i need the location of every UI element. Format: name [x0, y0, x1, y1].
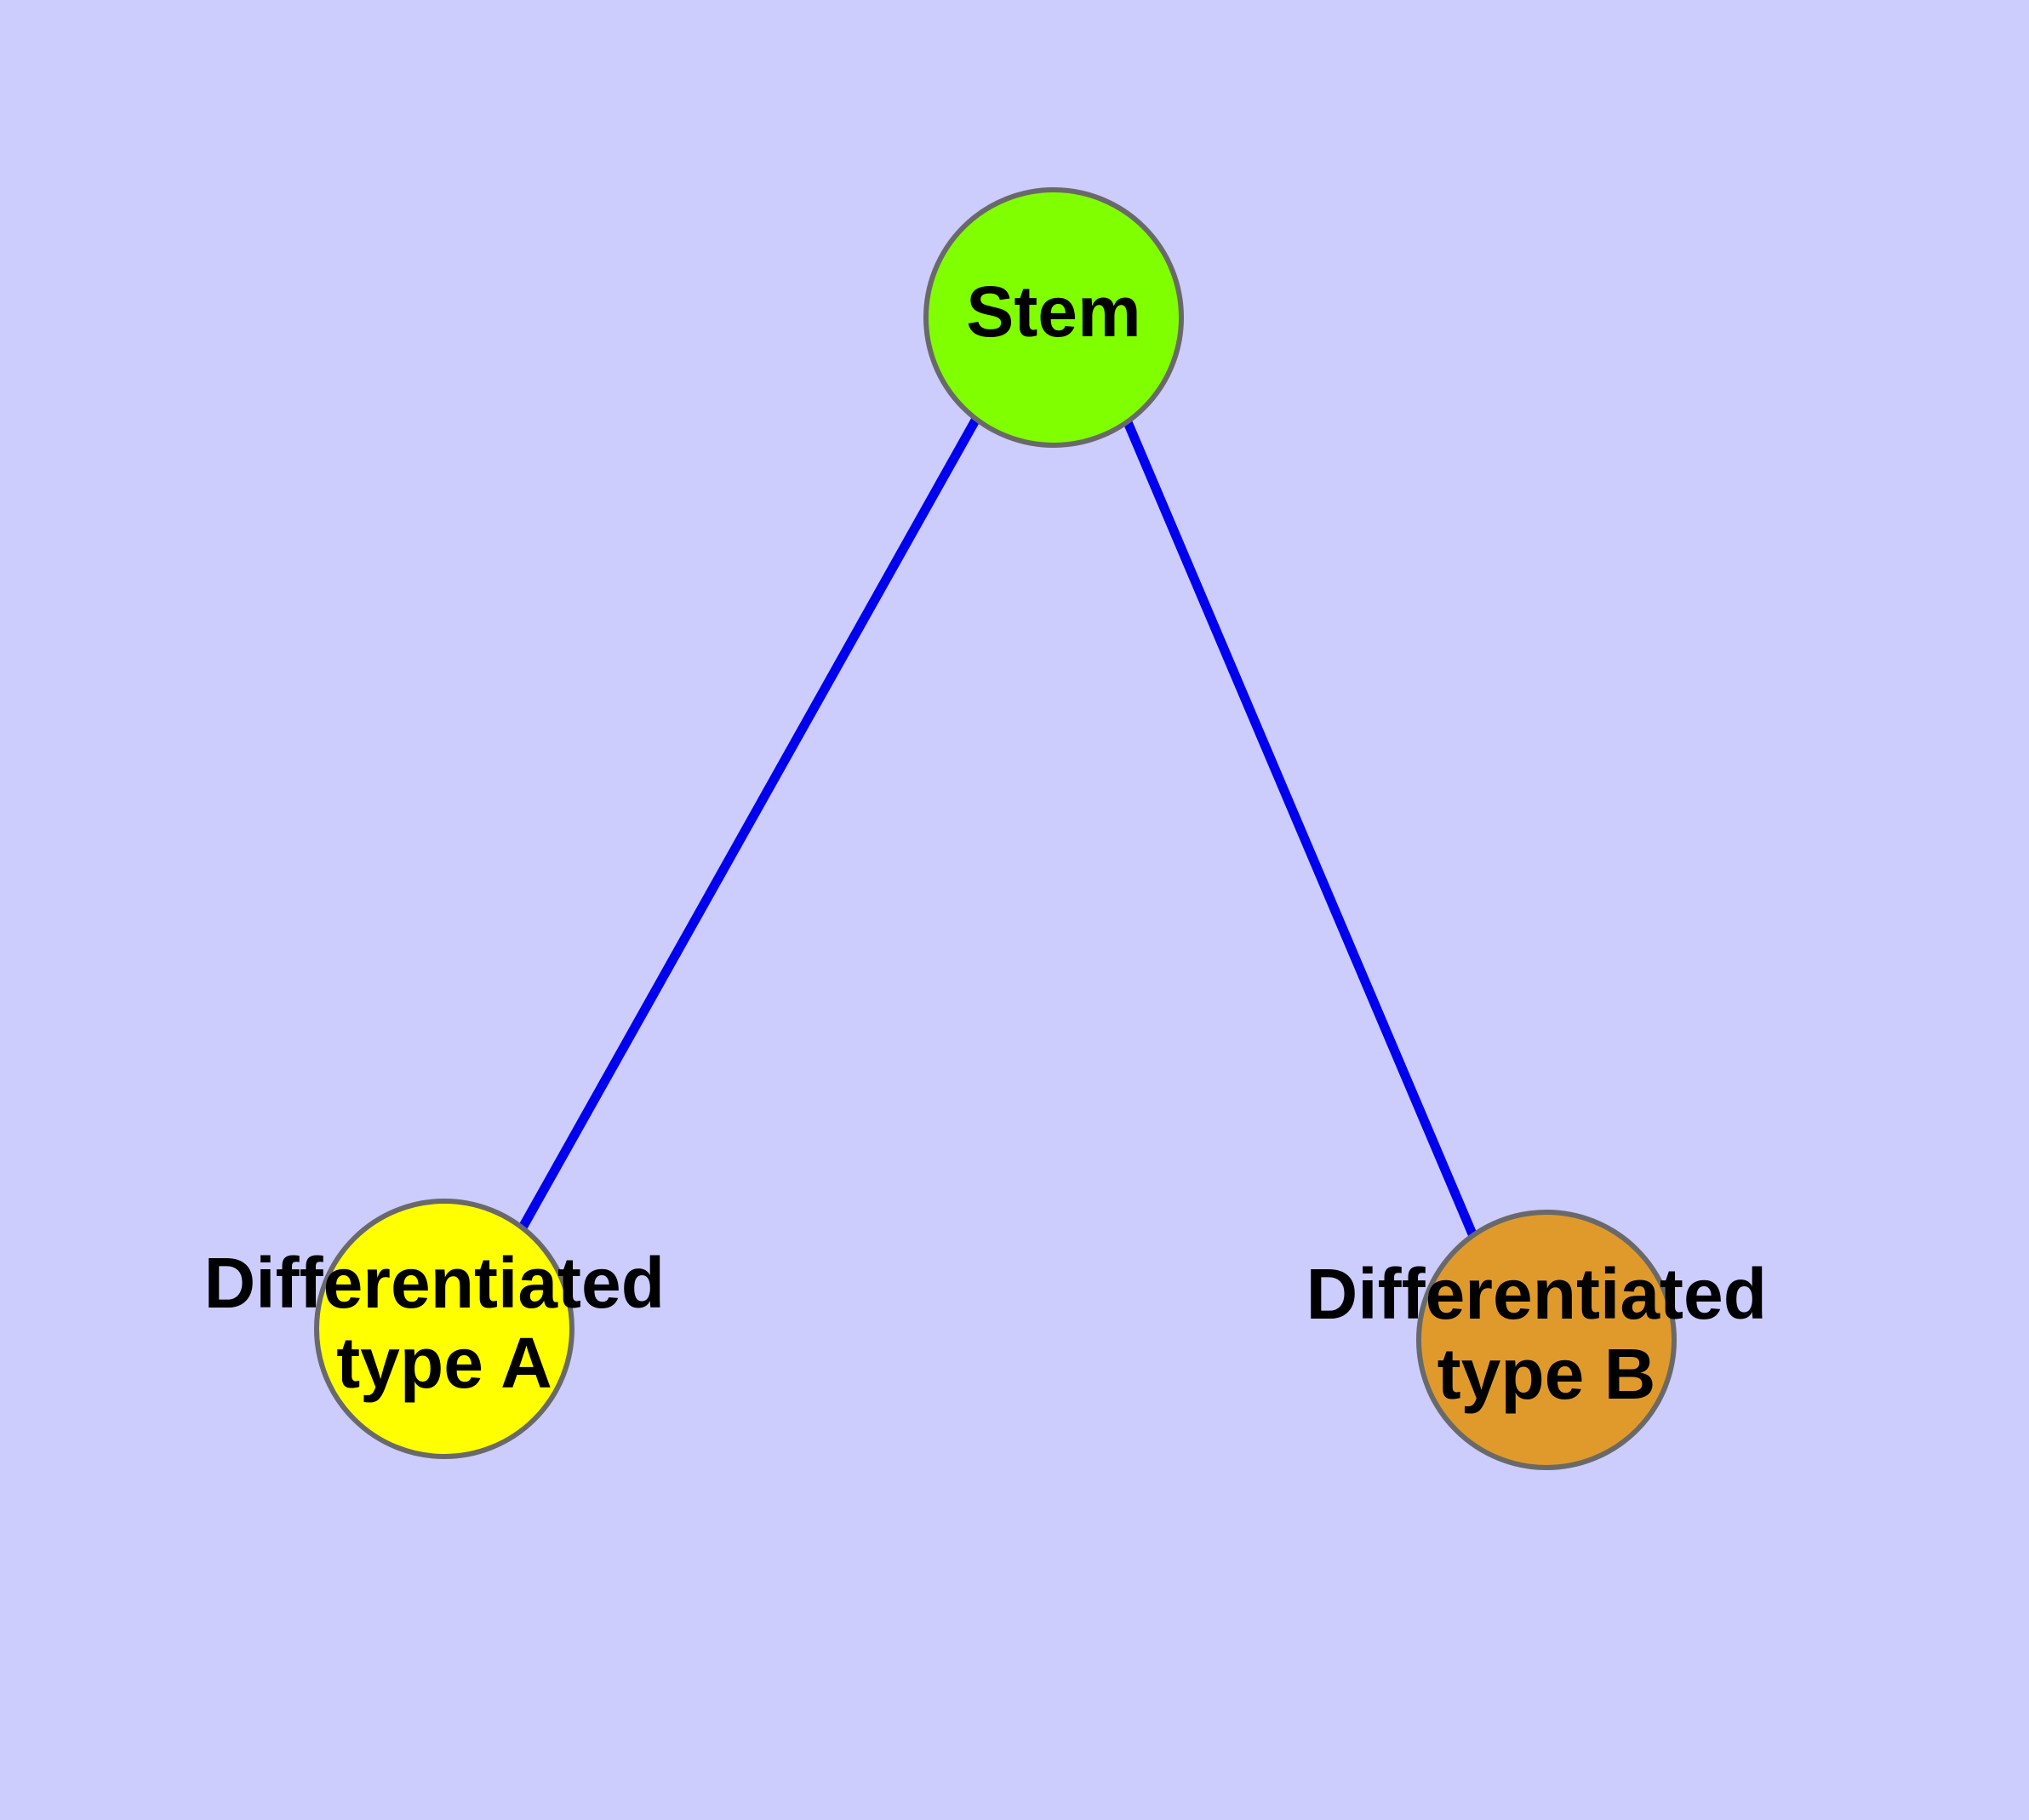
- nodes-layer: Stem Differentiated type A Differentiate…: [204, 187, 1787, 1470]
- node-stem-label-line-1: Stem: [966, 272, 1140, 352]
- edge-stem-to-differentiated-type-b: [1123, 420, 1478, 1239]
- node-differentiated-type-a-label-line-1: Differentiated: [204, 1243, 665, 1323]
- edges-layer: [518, 416, 1478, 1239]
- node-differentiated-type-a-label-line-2: type A: [336, 1323, 552, 1403]
- node-differentiated-type-b-circle[interactable]: [1416, 1210, 1677, 1470]
- node-differentiated-type-b-label: Differentiated type B: [1306, 1254, 1787, 1414]
- node-differentiated-type-a[interactable]: Differentiated type A: [204, 1199, 685, 1459]
- node-stem-label: Stem: [966, 272, 1140, 352]
- edge-stem-to-differentiated-type-a: [518, 416, 980, 1230]
- node-stem-circle[interactable]: [923, 187, 1184, 448]
- node-differentiated-type-b-label-line-2: type B: [1437, 1334, 1656, 1414]
- node-differentiated-type-a-label: Differentiated type A: [204, 1243, 685, 1403]
- node-differentiated-type-b-label-line-1: Differentiated: [1306, 1254, 1767, 1334]
- node-stem[interactable]: Stem: [923, 187, 1184, 448]
- node-differentiated-type-b[interactable]: Differentiated type B: [1306, 1210, 1787, 1470]
- node-differentiated-type-a-circle[interactable]: [314, 1199, 574, 1459]
